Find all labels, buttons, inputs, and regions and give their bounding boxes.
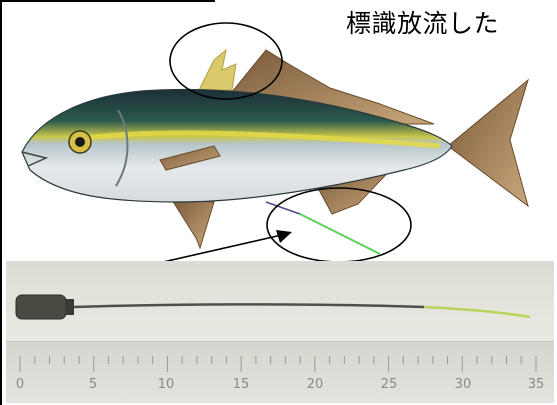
ruler-ticks <box>20 356 536 372</box>
tag-wire <box>74 304 424 307</box>
ruler-label-20: 20 <box>307 377 324 392</box>
ruler-label-0: 0 <box>16 377 24 392</box>
ruler-label-5: 5 <box>89 377 97 392</box>
ruler-label-10: 10 <box>158 377 175 392</box>
tag-tube <box>424 307 530 317</box>
first-dorsal-fin <box>198 50 236 92</box>
ruler-label-25: 25 <box>381 377 398 392</box>
ruler-label-15: 15 <box>233 377 250 392</box>
tag-head <box>16 295 66 319</box>
pelvic-fin <box>172 200 214 248</box>
fish-pupil <box>75 137 85 147</box>
tail-fin <box>448 80 528 206</box>
ruler-label-30: 30 <box>455 377 472 392</box>
tag-photo: 0 5 10 15 20 25 30 35 <box>6 261 554 403</box>
pointer-arrowhead <box>276 230 292 243</box>
tag-tube-on-fish <box>300 214 380 254</box>
ruler: 0 5 10 15 20 25 30 35 <box>6 341 554 403</box>
tag-cap <box>66 299 74 315</box>
ruler-label-35: 35 <box>528 377 545 392</box>
